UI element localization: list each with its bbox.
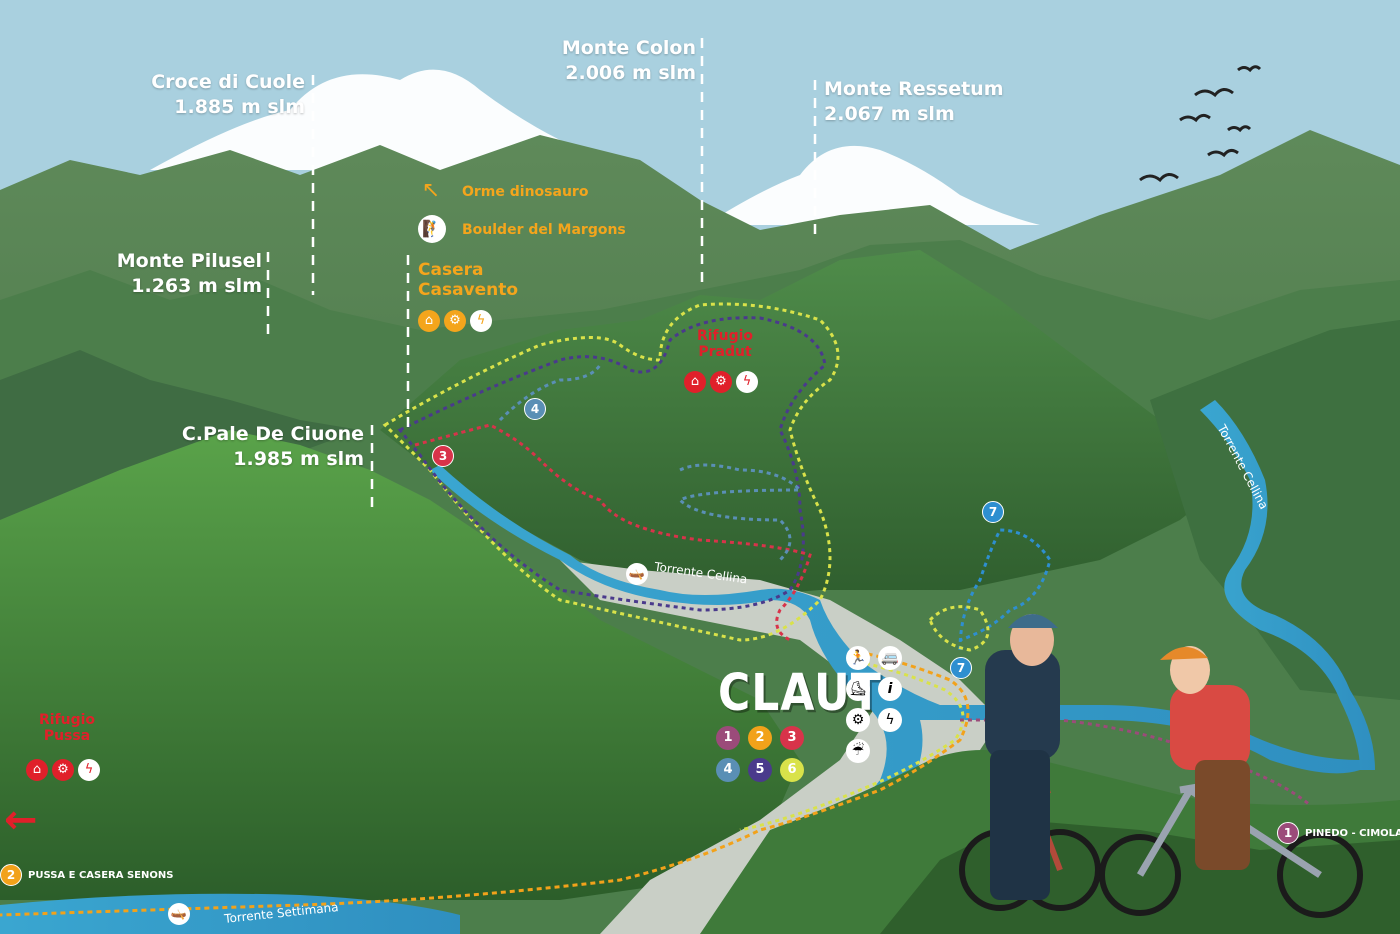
route-button-1[interactable]: 1 (716, 726, 740, 750)
peak-monte-pilusel: Monte Pilusel 1.263 m slm (100, 249, 262, 299)
route-button-5[interactable]: 5 (748, 758, 772, 782)
casera-casavento-label: Casera Casavento (418, 260, 519, 300)
peak-altitude: 1.885 m slm (174, 96, 305, 118)
peak-altitude: 2.006 m slm (565, 62, 696, 84)
route-button-2[interactable]: 2 (748, 726, 772, 750)
route-button-6[interactable]: 6 (780, 758, 804, 782)
skate-icon: ⛸ (846, 677, 870, 701)
house-icon: ⌂ (684, 371, 706, 393)
route-marker-7-bottom[interactable]: 7 (950, 657, 972, 679)
route-button-4[interactable]: 4 (716, 758, 740, 782)
destination-pinedo[interactable]: 1 PINEDO - CIMOLAIS (1277, 822, 1400, 844)
lightning-icon: ϟ (470, 310, 492, 332)
peak-monte-colon: Monte Colon 2.006 m slm (540, 36, 696, 86)
rifugio-pradut-services: ⌂ ⚙ ϟ (684, 371, 758, 393)
info-icon: i (878, 677, 902, 701)
peak-altitude: 1.985 m slm (233, 448, 364, 470)
shower-icon: ☔ (846, 739, 870, 763)
camper-icon: 🚐 (878, 646, 902, 670)
house-icon: ⌂ (418, 310, 440, 332)
dinosaur-footprint-icon: ↖ (421, 178, 441, 203)
orme-dinosauro-label: Orme dinosauro (462, 184, 589, 200)
boulder-label: Boulder del Margons (462, 222, 626, 238)
casera-services: ⌂ ⚙ ϟ (418, 310, 492, 332)
kayak-icon: 🛶 (168, 903, 190, 925)
route-marker-3[interactable]: 3 (432, 445, 454, 467)
lightning-icon: ϟ (736, 371, 758, 393)
peak-name: C.Pale De Ciuone (181, 423, 364, 445)
boulder-marker[interactable]: 🧗 (418, 215, 446, 243)
claut-route-list: 1 2 3 4 5 6 (716, 726, 804, 782)
orme-dinosauro-marker[interactable]: ↖ (420, 180, 442, 202)
gears-icon: ⚙ (444, 310, 466, 332)
destination-number: 1 (1277, 822, 1299, 844)
peak-altitude: 2.067 m slm (824, 103, 955, 125)
gears-icon: ⚙ (52, 759, 74, 781)
rifugio-pussa-label: Rifugio Pussa (38, 712, 96, 744)
route-marker-4[interactable]: 4 (524, 398, 546, 420)
destination-label: PINEDO - CIMOLAIS (1305, 827, 1400, 839)
route-marker-7-top[interactable]: 7 (982, 501, 1004, 523)
peak-altitude: 1.263 m slm (131, 275, 262, 297)
climbing-icon: 🧗 (418, 215, 446, 243)
destination-number: 2 (0, 864, 22, 886)
destination-pussa[interactable]: 2 PUSSA E CASERA SENONS (0, 864, 173, 886)
cyclists-illustration (959, 614, 1363, 918)
gears-icon: ⚙ (710, 371, 732, 393)
peak-name: Monte Pilusel (116, 250, 262, 272)
lightning-icon: ϟ (878, 708, 902, 732)
running-icon: 🏃 (846, 646, 870, 670)
house-icon: ⌂ (26, 759, 48, 781)
peak-name: Monte Ressetum (824, 78, 1004, 100)
rifugio-pradut-label: Rifugio Pradut (696, 328, 754, 360)
rifugio-pussa-services: ⌂ ⚙ ϟ (26, 759, 100, 781)
destination-label: PUSSA E CASERA SENONS (28, 869, 174, 881)
claut-services: 🏃 🚐 ⛸ i ⚙ ϟ ☔ (846, 646, 902, 763)
peak-name: Croce di Cuole (151, 71, 305, 93)
gears-icon: ⚙ (846, 708, 870, 732)
route-button-3[interactable]: 3 (780, 726, 804, 750)
lightning-icon: ϟ (78, 759, 100, 781)
peak-croce-di-cuole: Croce di Cuole 1.885 m slm (140, 70, 305, 120)
peak-c-pale-de-ciuone: C.Pale De Ciuone 1.985 m slm (160, 422, 364, 472)
kayak-icon: 🛶 (626, 563, 648, 585)
peak-name: Monte Colon (561, 37, 696, 59)
arrow-left-icon: ← (4, 797, 38, 843)
peak-monte-ressetum: Monte Ressetum 2.067 m slm (824, 77, 1004, 127)
